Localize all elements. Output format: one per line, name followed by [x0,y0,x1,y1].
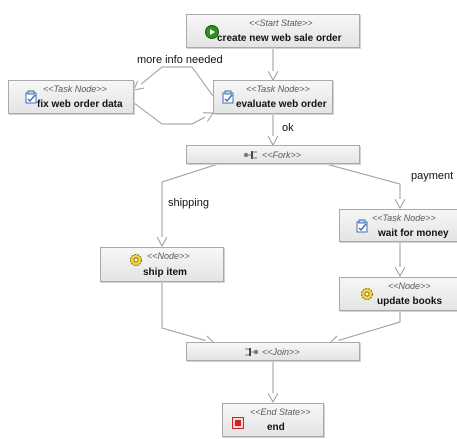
join-stereotype: <<Join>> [262,347,300,357]
wait-stereotype: <<Task Node>> [372,213,436,223]
edge-label-shipping: shipping [168,197,209,209]
start-state-stereotype: <<Start State>> [249,18,313,28]
edge-update-to-join [330,311,401,343]
update-label: update books [377,296,443,307]
task-node-icon [356,219,368,233]
edge-label-more-info-needed: more info needed [137,54,223,66]
edge-fork-to-ship [162,163,219,246]
node-join[interactable]: <<Join>> [186,342,360,361]
ship-stereotype: <<Node>> [147,251,190,261]
start-state-icon [205,25,219,39]
ship-label: ship item [143,267,187,278]
end-stereotype: <<End State>> [250,407,311,417]
node-ship-item[interactable]: <<Node>> ship item [100,247,224,282]
node-update-books[interactable]: <<Node>> update books [339,277,457,311]
edge-label-payment: payment [411,170,454,182]
fix-stereotype: <<Task Node>> [43,84,107,94]
fork-icon [243,151,257,159]
gear-node-icon [130,254,142,266]
task-node-icon [25,90,37,104]
node-evaluate-web-order[interactable]: <<Task Node>> evaluate web order [213,80,333,114]
edge-ship-to-join [161,282,214,343]
edge-evaluate-to-fix [134,66,214,97]
gear-node-icon [361,288,373,300]
wait-label: wait for money [378,228,449,239]
edge-label-ok: ok [282,122,294,134]
node-fork[interactable]: <<Fork>> [186,145,360,164]
node-start-state[interactable]: <<Start State>> create new web sale orde… [186,14,360,48]
join-icon [245,348,259,356]
fix-label: fix web order data [37,99,123,110]
fork-stereotype: <<Fork>> [262,150,302,160]
edge-fork-to-wait [325,163,400,208]
update-stereotype: <<Node>> [388,281,431,291]
end-label: end [267,422,285,433]
start-state-label: create new web sale order [217,33,342,44]
evaluate-stereotype: <<Task Node>> [246,84,310,94]
node-end-state[interactable]: <<End State>> end [222,403,324,437]
node-wait-for-money[interactable]: <<Task Node>> wait for money [339,209,457,242]
edge-fix-to-evaluate [133,102,213,125]
evaluate-label: evaluate web order [236,99,327,110]
node-fix-web-order-data[interactable]: <<Task Node>> fix web order data [8,80,134,114]
end-state-icon [232,417,244,429]
task-node-icon [222,90,234,104]
